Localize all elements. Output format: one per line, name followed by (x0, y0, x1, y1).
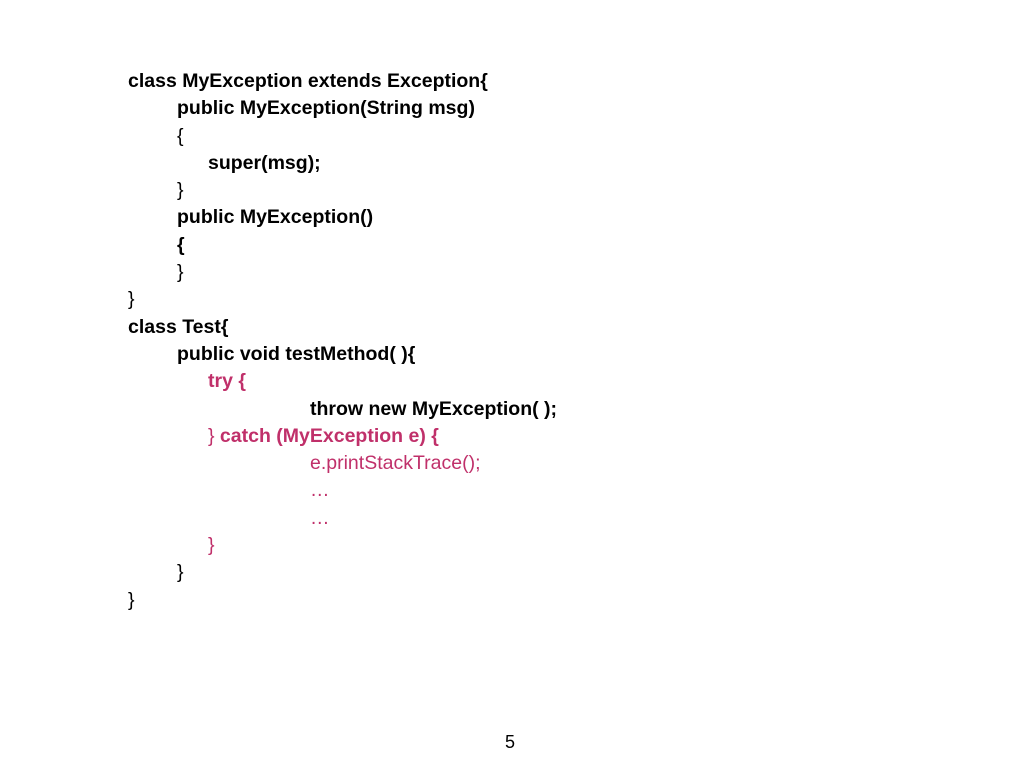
code-line-9: } (128, 286, 1008, 313)
code-line-18: } (128, 532, 1008, 559)
code-line-4: super(msg); (128, 150, 1008, 177)
code-text: … (310, 506, 330, 529)
code-line-17: … (128, 505, 1008, 532)
code-line-13: throw new MyException( ); (128, 396, 1008, 423)
code-text: public MyException(String msg) (177, 97, 475, 120)
code-text: class MyException extends Exception{ (128, 70, 488, 92)
code-line-20: } (128, 587, 1008, 614)
page-number: 5 (0, 732, 1024, 753)
code-line-15: e.printStackTrace(); (128, 450, 1008, 477)
code-line-16: … (128, 477, 1008, 504)
code-text: } (177, 179, 184, 202)
code-text: class Test{ (128, 315, 229, 338)
code-text: super(msg); (208, 151, 321, 174)
code-text: try { (208, 370, 246, 393)
code-text: } (208, 534, 215, 557)
code-line-19: } (128, 559, 1008, 586)
code-text: public void testMethod( ){ (177, 342, 416, 365)
code-text: } (208, 424, 215, 447)
code-text: catch (MyException e) { (214, 424, 439, 447)
code-text: e.printStackTrace(); (310, 452, 481, 475)
code-line-14: } catch (MyException e) { (128, 423, 1008, 450)
code-text: } (128, 288, 135, 311)
code-text: } (177, 561, 184, 584)
code-line-7: { (128, 232, 1008, 259)
code-line-5: } (128, 177, 1008, 204)
code-line-10: class Test{ (128, 314, 1008, 341)
code-text: { (177, 124, 184, 147)
code-text: throw new MyException( ); (310, 397, 558, 420)
code-text: } (177, 261, 184, 284)
code-text: … (310, 479, 330, 502)
code-line-6: public MyException() (128, 204, 1008, 231)
code-text: public MyException() (177, 206, 374, 229)
code-line-1: class MyException extends Exception{ (128, 68, 1008, 95)
code-line-8: } (128, 259, 1008, 286)
code-line-3: { (128, 123, 1008, 150)
code-line-12: try { (128, 368, 1008, 395)
code-line-11: public void testMethod( ){ (128, 341, 1008, 368)
code-text: } (128, 588, 135, 611)
page-number-text: 5 (504, 732, 515, 752)
code-block: class MyException extends Exception{ pub… (128, 68, 1008, 614)
code-text: { (177, 233, 185, 256)
code-line-2: public MyException(String msg) (128, 95, 1008, 122)
